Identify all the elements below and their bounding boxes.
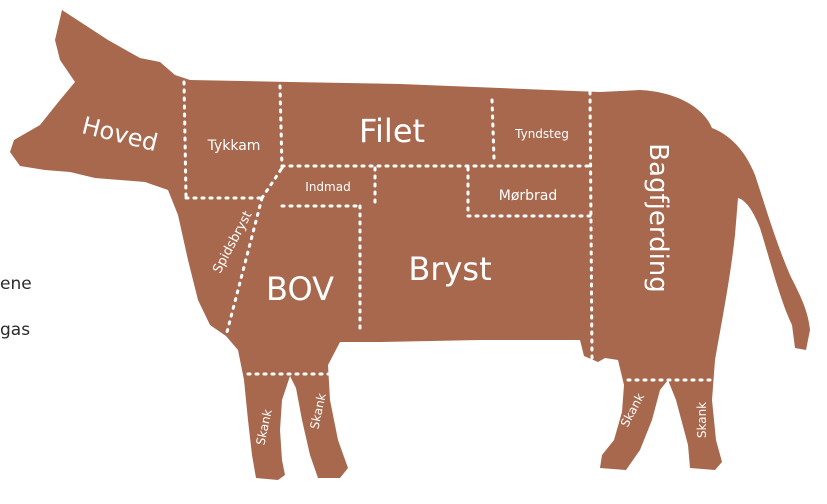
- cut-label-bagfjerding: Bagfjerding: [643, 143, 673, 293]
- cut-label-skank-hind-right: Skank: [695, 402, 709, 438]
- cow-silhouette: [10, 10, 810, 480]
- cut-label-bov: BOV: [266, 270, 334, 308]
- cut-label-filet: Filet: [359, 112, 425, 150]
- cut-label-bryst: Bryst: [408, 250, 491, 288]
- cut-label-morbrad: Mørbrad: [499, 188, 558, 204]
- cut-label-tyndsteg: Tyndsteg: [514, 127, 569, 141]
- cut-label-indmad: Indmad: [305, 180, 350, 194]
- cut-label-tykkam: Tykkam: [207, 138, 261, 154]
